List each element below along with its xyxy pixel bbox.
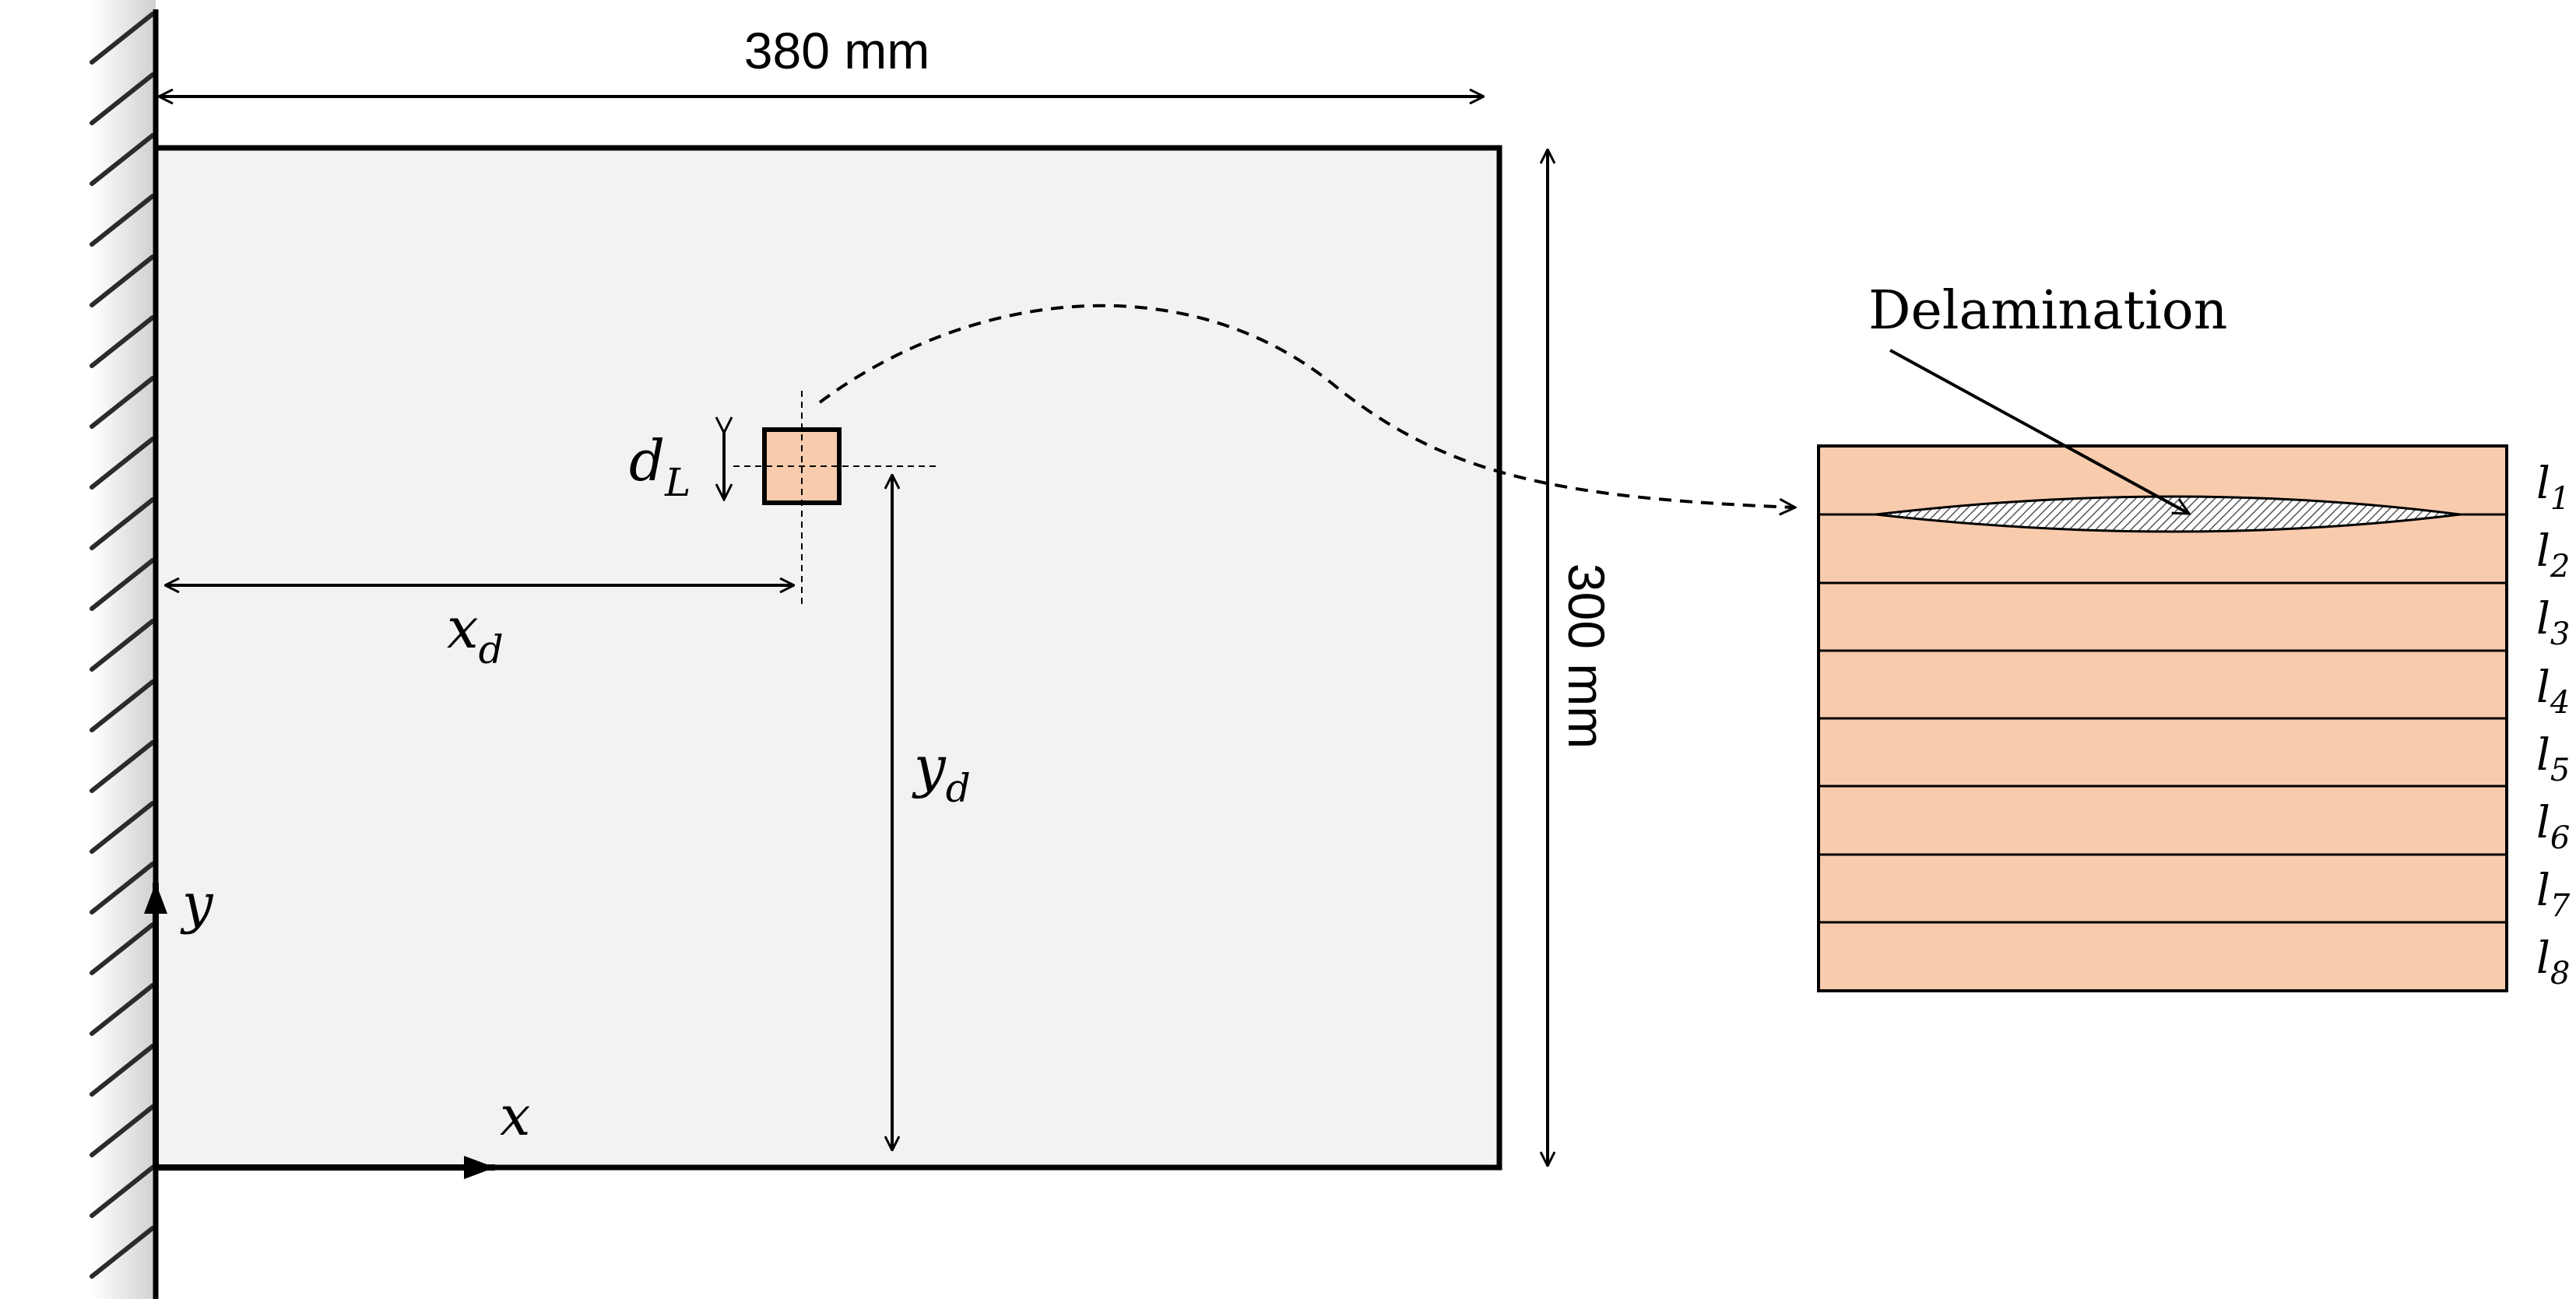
x-axis-label: x — [500, 1084, 530, 1148]
height-dimension: 300 mm — [1548, 149, 1615, 1166]
yd-label: yd — [912, 734, 971, 811]
damage-size-label: dL — [629, 428, 691, 505]
width-dimension: 380 mm — [159, 22, 1484, 97]
height-label: 300 mm — [1558, 563, 1615, 749]
layer-label-5: l5 — [2536, 730, 2570, 788]
coordinate-axes: x y — [144, 872, 530, 1179]
laminate-cross-section: Delamination — [1817, 280, 2508, 992]
layer-label-4: l4 — [2536, 662, 2570, 721]
xd-label: xd — [447, 595, 504, 672]
layer-label-1: l1 — [2536, 458, 2570, 517]
plate — [153, 145, 1502, 1171]
delamination-label: Delamination — [1868, 280, 2227, 342]
layer-label-6: l6 — [2536, 798, 2570, 856]
wall-hatching — [90, 12, 155, 1279]
delamination-zone — [1875, 495, 2461, 533]
layer-label-3: l3 — [2536, 594, 2570, 652]
layer-label-7: l7 — [2536, 865, 2571, 924]
fixed-wall — [90, 0, 159, 1299]
wall-shading — [92, 0, 156, 1299]
width-label: 380 mm — [744, 22, 930, 79]
xd-dimension: xd — [165, 585, 794, 672]
y-axis-label: y — [180, 872, 214, 936]
yd-dimension: yd — [892, 475, 971, 1150]
layer-labels: l1 l2 l3 l4 l5 l6 l7 l8 — [2536, 458, 2571, 992]
damage-region: dL — [629, 391, 938, 606]
layer-label-8: l8 — [2536, 933, 2570, 992]
detail-connector-curve — [818, 304, 1795, 507]
layer-label-2: l2 — [2536, 526, 2570, 585]
delamination-pointer — [1889, 349, 2189, 515]
